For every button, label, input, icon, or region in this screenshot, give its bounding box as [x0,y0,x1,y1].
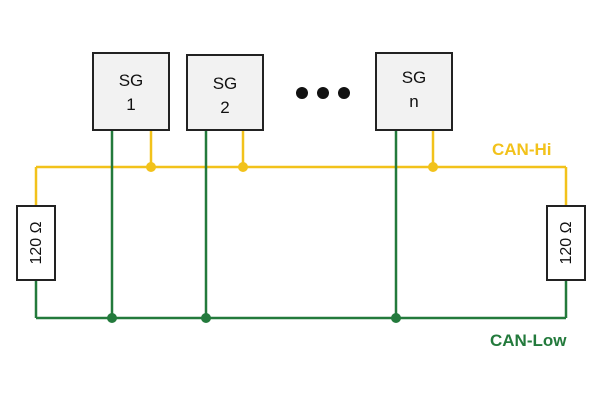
ellipsis-dot [296,87,308,99]
can-low-junction-sg2 [201,313,211,323]
node-sg2: SG 2 [186,54,264,131]
node-sg1: SG 1 [92,52,170,131]
node-sgn-line2: n [409,92,418,111]
resistor-left: 120 Ω [16,205,56,281]
ellipsis-dot [338,87,350,99]
node-sgn-line1: SG [402,68,427,87]
can-hi-junction-sg2 [238,162,248,172]
resistor-left-label: 120 Ω [28,221,45,264]
node-sgn: SG n [375,52,453,131]
can-hi-junctions [146,162,438,172]
can-low-junctions [107,313,401,323]
can-low-junction-sg1 [107,313,117,323]
ellipsis-dots [296,87,350,99]
can-hi-junction-sgn [428,162,438,172]
can-hi-label: CAN-Hi [492,140,552,159]
node-sg1-line1: SG [119,71,144,90]
can-low-wires [34,130,568,320]
resistor-right-body [546,205,586,281]
can-hi-junction-sg1 [146,162,156,172]
node-sg2-box [186,54,264,131]
resistor-right: 120 Ω [546,205,586,281]
node-sg1-line2: 1 [126,95,135,114]
resistor-left-body [16,205,56,281]
node-sg1-box [92,52,170,131]
node-sg2-line2: 2 [220,98,229,117]
node-sgn-box [375,52,453,131]
can-low-label: CAN-Low [490,331,567,350]
can-hi-wires [34,130,568,206]
can-low-junction-sgn [391,313,401,323]
node-sg2-line1: SG [213,74,238,93]
resistor-right-label: 120 Ω [558,221,575,264]
ellipsis-dot [317,87,329,99]
